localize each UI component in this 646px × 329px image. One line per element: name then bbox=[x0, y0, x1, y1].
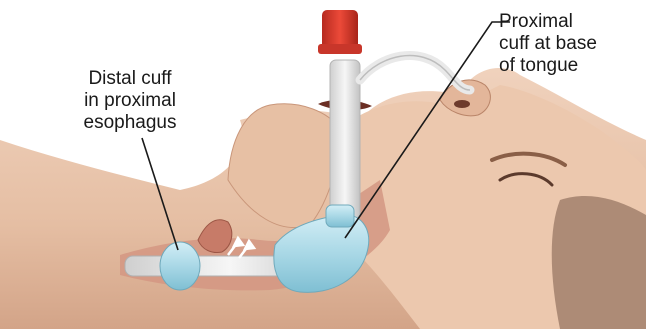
proximal-cuff-label: Proximal cuff at base of tongue bbox=[499, 11, 639, 77]
distal-cuff-label-line-2: in proximal bbox=[60, 90, 200, 112]
airway-tube-vertical bbox=[330, 60, 360, 220]
proximal-cuff-label-line-3: of tongue bbox=[499, 55, 639, 77]
hair bbox=[552, 196, 646, 329]
distal-cuff-label-line-1: Distal cuff bbox=[60, 68, 200, 90]
nostril bbox=[454, 100, 470, 108]
proximal-cuff-label-line-1: Proximal bbox=[499, 11, 639, 33]
pilot-line bbox=[360, 56, 470, 90]
distal-cuff-label: Distal cuff in proximal esophagus bbox=[60, 68, 200, 134]
proximal-cuff-label-line-2: cuff at base bbox=[499, 33, 639, 55]
distal-cuff bbox=[160, 242, 200, 290]
distal-cuff-label-line-3: esophagus bbox=[60, 112, 200, 134]
